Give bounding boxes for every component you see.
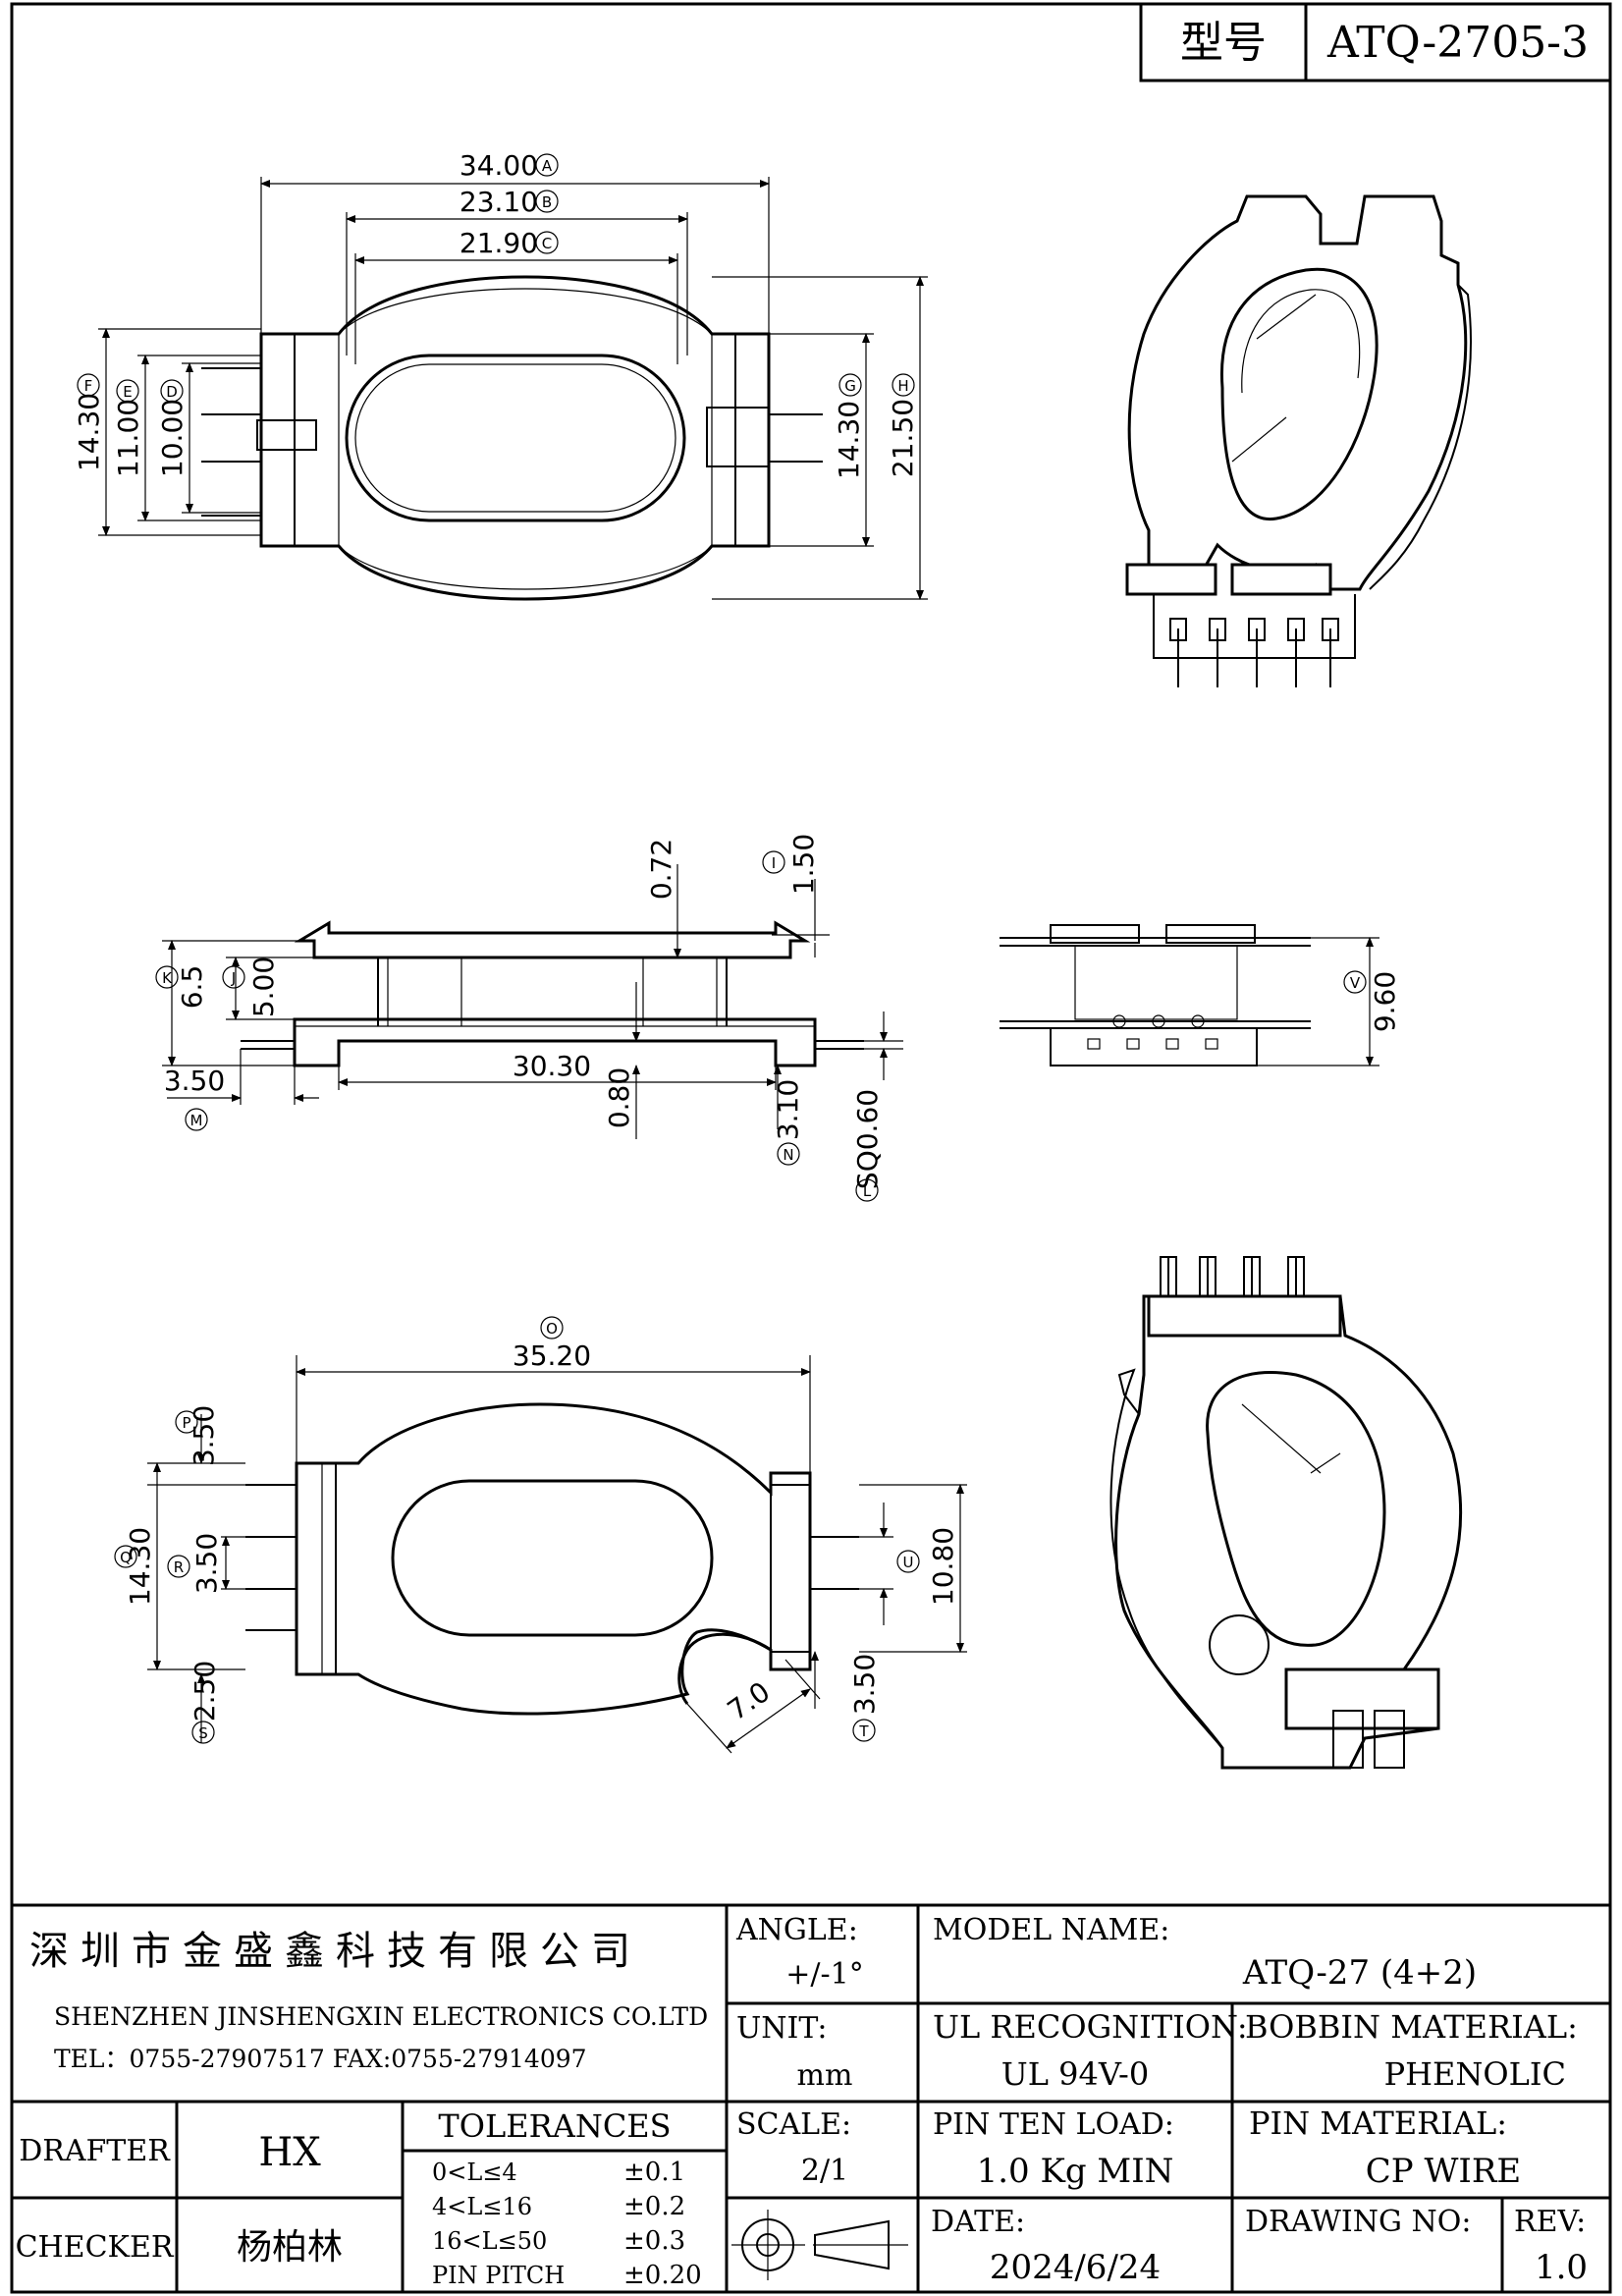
- dim-s: 2.50: [189, 1661, 221, 1722]
- checker-value: 杨柏林: [237, 2227, 343, 2268]
- dim-bottom-gap: 0.80: [603, 1067, 635, 1128]
- dim-m: 3.50: [164, 1065, 225, 1097]
- end-view: 9.60 V: [1000, 924, 1401, 1066]
- model-box: 型号 ATQ-2705-3: [1139, 2, 1612, 82]
- side-view: 1.50 I 0.72 6.5 K 5.00 J 3.50 M 30.30 0.…: [155, 834, 903, 1202]
- dim-b-tag: B: [542, 193, 552, 211]
- pin-load-label: PIN TEN LOAD:: [933, 2107, 1174, 2142]
- scale-label: SCALE:: [736, 2107, 851, 2142]
- isometric-view-top: [1125, 194, 1472, 687]
- dim-d-tag: D: [166, 383, 178, 401]
- dim-l-tag: L: [863, 1182, 872, 1200]
- dim-h: 21.50: [887, 399, 919, 477]
- bobbin-material-label: BOBBIN MATERIAL:: [1245, 2008, 1578, 2046]
- model-name-value: ATQ-27 (4+2): [1242, 1953, 1477, 1993]
- dim-u-tag: U: [903, 1554, 914, 1571]
- dim-j: 5.00: [247, 957, 280, 1017]
- pin-load-value: 1.0 Kg MIN: [977, 2152, 1174, 2191]
- tolerance-range-2: 4<L≤16: [432, 2193, 532, 2220]
- dim-e-tag: E: [123, 383, 132, 401]
- date-value: 2024/6/24: [990, 2248, 1161, 2287]
- drafter-label: DRAFTER: [19, 2134, 171, 2168]
- model-name-label: MODEL NAME:: [933, 1913, 1169, 1947]
- dim-i-tag: I: [772, 854, 776, 872]
- dim-g: 14.30: [833, 401, 865, 479]
- dim-h-tag: H: [897, 377, 908, 395]
- dim-p-tag: P: [182, 1414, 190, 1432]
- rev-label: REV:: [1514, 2205, 1586, 2239]
- dim-o-tag: O: [546, 1320, 558, 1338]
- model-value: ATQ-2705-3: [1326, 18, 1589, 68]
- pin-material-label: PIN MATERIAL:: [1249, 2105, 1507, 2142]
- dim-r-tag: R: [174, 1558, 184, 1576]
- scale-value: 2/1: [801, 2154, 848, 2188]
- pin-material-value: CP WIRE: [1366, 2152, 1522, 2191]
- angle-label: ANGLE:: [735, 1913, 858, 1947]
- dim-s-tag: S: [198, 1724, 208, 1742]
- tolerance-range-1: 0<L≤4: [432, 2159, 517, 2186]
- unit-value: mm: [797, 2058, 853, 2093]
- dim-p: 3.50: [188, 1405, 220, 1466]
- dim-e: 11.00: [112, 399, 144, 477]
- ul-recognition-label: UL RECOGNITION:: [933, 2008, 1248, 2046]
- tolerance-range-4: PIN PITCH: [432, 2262, 565, 2289]
- angle-value: +/-1°: [785, 1957, 863, 1992]
- dim-g-tag: G: [844, 377, 856, 395]
- dim-f-tag: F: [84, 377, 93, 395]
- dim-q-tag: Q: [120, 1549, 132, 1566]
- dim-top-gap: 0.72: [645, 839, 677, 900]
- model-label: 型号: [1180, 18, 1267, 68]
- dim-k: 6.5: [176, 965, 208, 1010]
- dim-c-tag: C: [542, 235, 552, 252]
- dim-k-tag: K: [162, 969, 173, 987]
- dim-d: 10.00: [156, 399, 189, 477]
- dim-u: 10.80: [927, 1527, 959, 1606]
- bobbin-material-value: PHENOLIC: [1384, 2055, 1566, 2093]
- tolerances-label: TOLERANCES: [438, 2107, 671, 2145]
- dim-n: 3.10: [772, 1079, 804, 1140]
- ul-recognition-value: UL 94V-0: [1001, 2055, 1149, 2093]
- dim-m-tag: M: [190, 1112, 203, 1129]
- dim-l: SQ0.60: [851, 1089, 884, 1189]
- dim-t-tag: T: [858, 1722, 869, 1740]
- drafter-value: HX: [258, 2130, 321, 2175]
- tolerance-value-1: ±0.1: [623, 2158, 685, 2187]
- dim-a-tag: A: [542, 157, 553, 175]
- projection-symbol: [731, 2210, 908, 2280]
- company-name-en: SHENZHEN JINSHENGXIN ELECTRONICS CO.LTD: [54, 2002, 708, 2031]
- tolerance-value-3: ±0.3: [623, 2226, 685, 2256]
- unit-label: UNIT:: [736, 2011, 827, 2046]
- dim-t: 3.50: [848, 1654, 881, 1715]
- company-contact: TEL：0755-27907517 FAX:0755-27914097: [54, 2045, 587, 2073]
- dim-r: 3.50: [190, 1533, 223, 1594]
- dim-f: 14.30: [73, 393, 105, 471]
- top-view: 34.00 A 23.10 B 21.90 C 14.30 F 11.00 E …: [73, 149, 928, 601]
- tolerance-value-4: ±0.20: [623, 2261, 702, 2290]
- dim-a: 34.00: [460, 149, 538, 182]
- dim-j-tag: J: [231, 969, 236, 987]
- tolerance-value-2: ±0.2: [623, 2192, 685, 2221]
- dim-width: 30.30: [513, 1050, 591, 1082]
- dim-o: 35.20: [513, 1339, 591, 1372]
- tolerance-range-3: 16<L≤50: [432, 2227, 547, 2255]
- drawing-border: [10, 2, 1612, 2294]
- isometric-view-bottom: [1109, 1256, 1463, 1770]
- dim-i: 1.50: [787, 834, 820, 895]
- date-label: DATE:: [931, 2205, 1025, 2239]
- rev-value: 1.0: [1535, 2248, 1588, 2287]
- company-name-cn: 深圳市金盛鑫科技有限公司: [29, 1929, 642, 1974]
- title-block: 深圳市金盛鑫科技有限公司 SHENZHEN JINSHENGXIN ELECTR…: [12, 1903, 1610, 2292]
- dim-n-tag: N: [783, 1146, 793, 1164]
- dim-v-tag: V: [1350, 974, 1361, 992]
- dim-v: 9.60: [1369, 971, 1401, 1032]
- dim-c: 21.90: [460, 227, 538, 259]
- bottom-view: 35.20 O 3.50 P 14.30 Q 3.50 R 2.50 S 10.…: [114, 1316, 967, 1754]
- dim-b: 23.10: [460, 186, 538, 218]
- checker-label: CHECKER: [16, 2230, 175, 2265]
- drawing-no-label: DRAWING NO:: [1245, 2205, 1471, 2239]
